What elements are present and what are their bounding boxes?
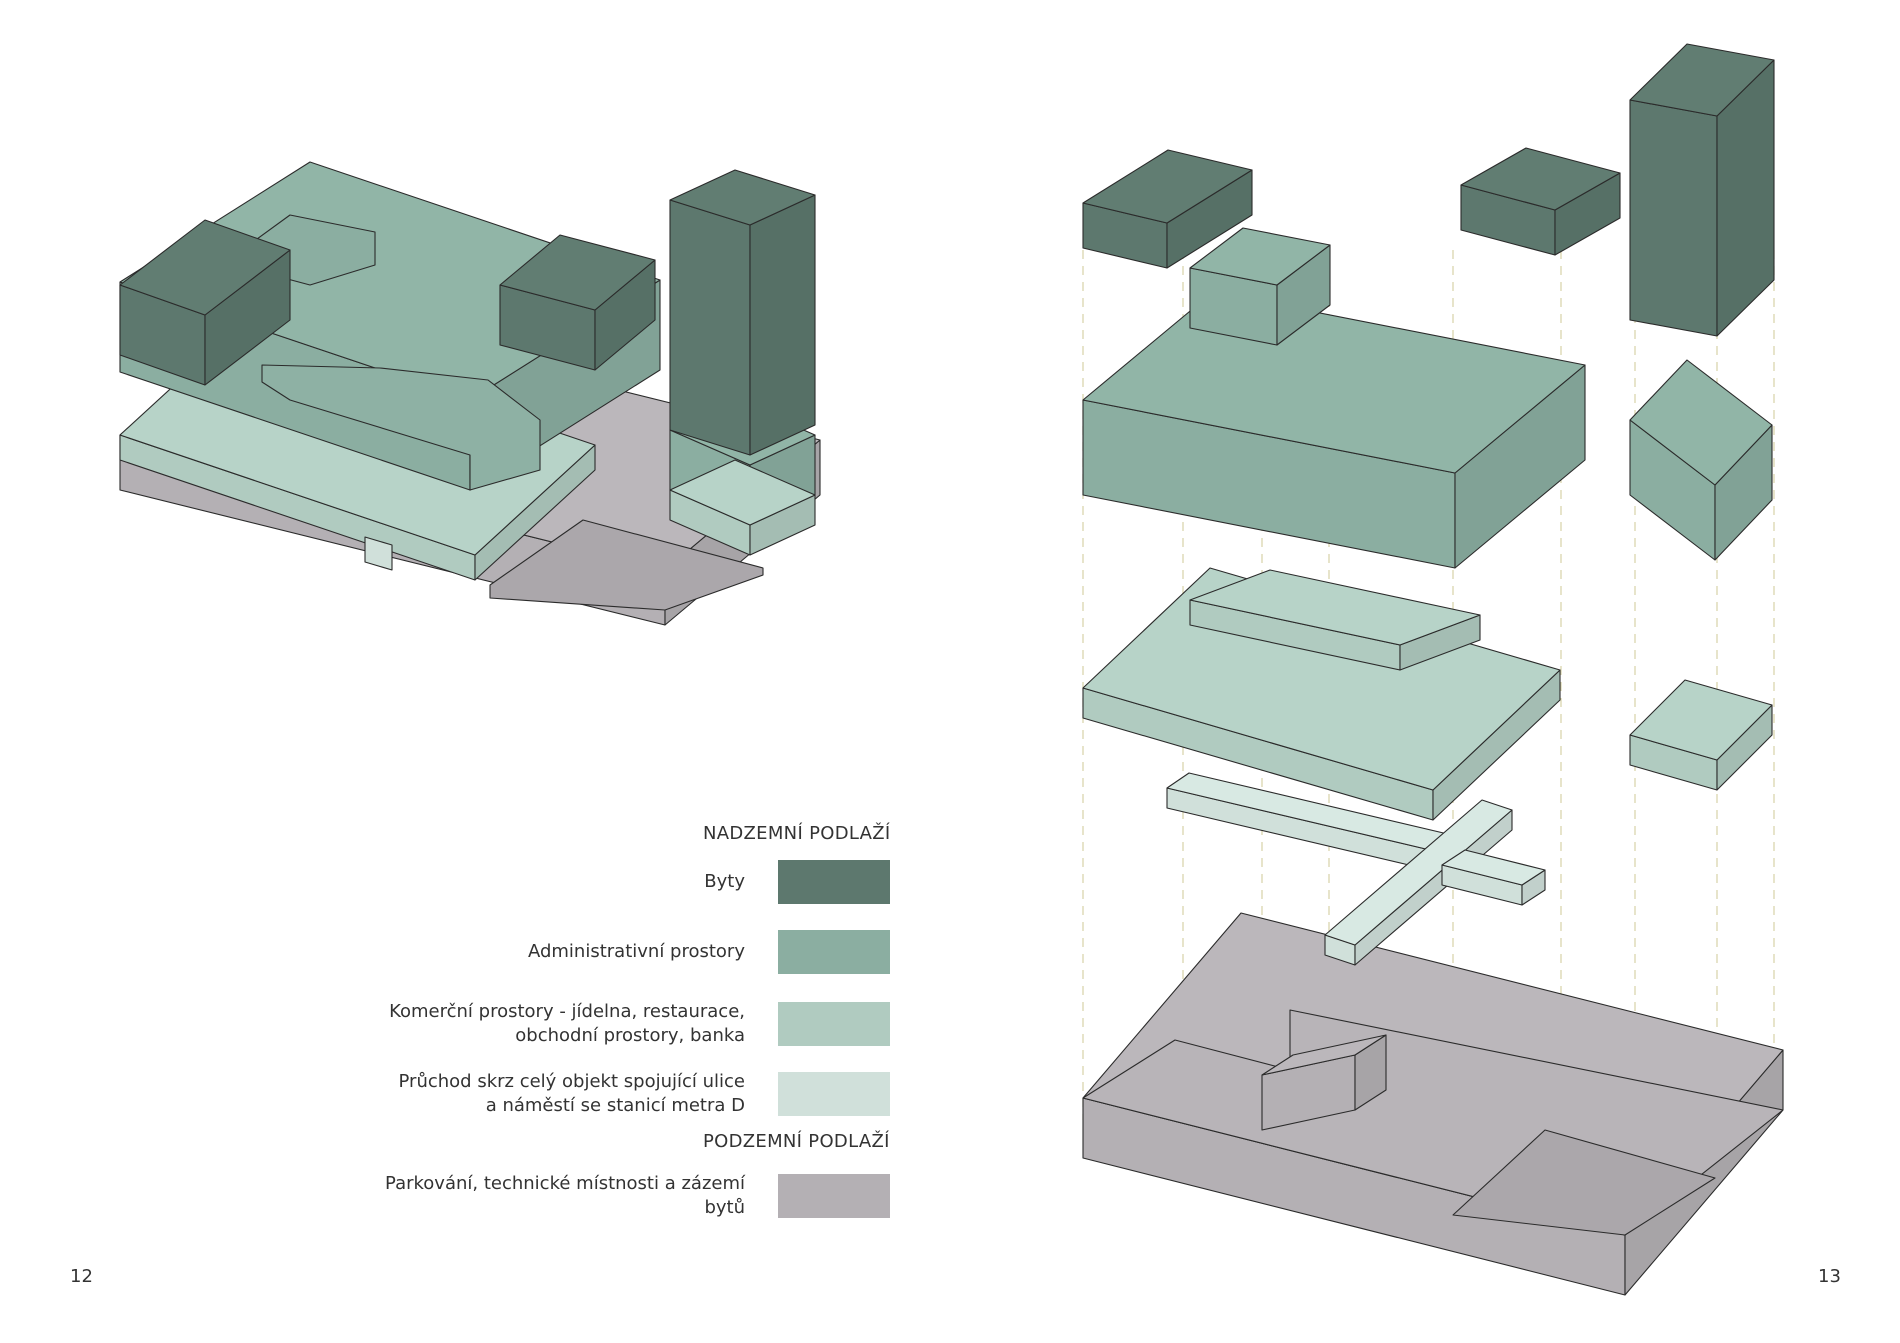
right-office-main-top [1082, 291, 1586, 474]
legend-item-pruchod: Průchod skrz celý objekt spojující ulice… [360, 1070, 890, 1118]
right-commercial-tower-top [1629, 679, 1773, 761]
legend-item-komercni: Komerční prostory - jídelna, restaurace,… [360, 1000, 890, 1048]
right-commercial-back-top [1189, 569, 1481, 646]
left-office-upper [261, 364, 541, 491]
right-core-shaft-top [1261, 1034, 1387, 1076]
right-passage-bar-cross-top [1324, 799, 1513, 946]
left-apartments-west-top [119, 219, 291, 316]
legend-item-administrativni: Administrativní prostory [360, 930, 890, 974]
legend-swatch-byty [778, 860, 890, 904]
left-tower-apartments-side [749, 194, 816, 456]
legend-label-administrativni: Administrativní prostory [527, 941, 745, 962]
assembled-building-model [119, 161, 821, 626]
left-apartments-middle-top [499, 234, 656, 311]
left-passage-opening [364, 536, 393, 571]
right-office-tower-top [1629, 359, 1773, 486]
right-office-back-top [1189, 227, 1331, 286]
right-apartments-tower-front [1629, 99, 1718, 337]
legend-swatch-komercni [778, 1002, 890, 1046]
legend-label-pruchod: Průchod skrz celý objekt spojující ulice… [398, 1071, 745, 1116]
legend-heading-above-ground: NADZEMNÍ PODLAŽÍ [703, 823, 891, 844]
page-number-left: 12 [70, 1266, 93, 1287]
page-number-right: 13 [1818, 1266, 1841, 1287]
legend-swatch-administrativni [778, 930, 890, 974]
legend-heading-below-ground: PODZEMNÍ PODLAŽÍ [703, 1131, 890, 1152]
right-apartments-west-top [1082, 149, 1253, 224]
left-parking-court [489, 519, 764, 611]
right-apartments-tower-top [1629, 43, 1775, 117]
right-passage-bar-east-top [1441, 849, 1546, 886]
right-apartments-middle-top [1460, 147, 1621, 211]
legend-swatch-pruchod [778, 1072, 890, 1116]
exploded-building-model [1082, 43, 1784, 1296]
legend-label-parkovani: Parkování, technické místnosti a zázemí … [385, 1173, 745, 1218]
legend-label-byty: Byty [704, 871, 745, 892]
legend-swatch-parkovani [778, 1174, 890, 1218]
right-parking-court [1452, 1129, 1716, 1236]
left-tower-commercial-top [669, 459, 816, 526]
legend-item-byty: Byty [360, 860, 890, 904]
left-tower-apartments-top [669, 169, 816, 226]
left-tower-apartments-front [669, 199, 751, 456]
legend-label-komercni: Komerční prostory - jídelna, restaurace,… [389, 1001, 745, 1046]
legend-item-parkovani: Parkování, technické místnosti a zázemí … [360, 1172, 890, 1220]
